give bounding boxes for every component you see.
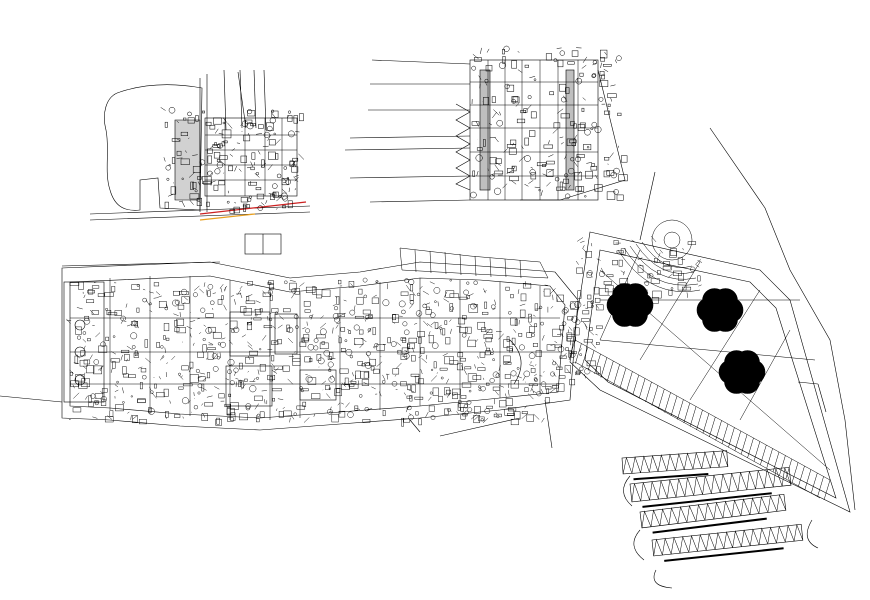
road-line-left — [89, 205, 311, 215]
sawtooth-edge — [455, 103, 471, 191]
amphitheater — [617, 219, 701, 292]
long-horizontal-lines — [344, 59, 471, 203]
tree-clusters — [606, 283, 766, 394]
plaza-boundary — [569, 231, 851, 513]
parking-row — [651, 523, 804, 562]
tree-cluster — [696, 288, 744, 332]
scatter-detail-right — [470, 45, 628, 201]
tree-cluster — [606, 283, 654, 327]
east-road — [709, 127, 856, 511]
east-road-2 — [639, 171, 656, 241]
dense-hatch-left — [174, 119, 201, 201]
main-building-outline — [61, 261, 579, 431]
roof-truss — [399, 247, 549, 279]
parking-row — [629, 466, 792, 508]
key-plan-right — [344, 45, 628, 203]
key-plan-left — [89, 69, 311, 255]
site-boundary-left — [104, 84, 203, 211]
plaza-inner — [584, 249, 837, 499]
ground-line-left — [0, 395, 63, 403]
scatter-detail-left — [160, 106, 305, 214]
parking-area — [621, 450, 819, 589]
parking-row — [639, 493, 787, 534]
auditorium-block — [225, 365, 273, 407]
interior-grid-right — [470, 60, 598, 200]
main-building-inner — [69, 275, 566, 419]
parking-row — [621, 450, 729, 481]
tree-cluster — [718, 350, 766, 394]
stem-lines-left — [199, 69, 267, 212]
orange-accent-line — [199, 213, 256, 221]
plaza-walkways — [599, 249, 831, 471]
pergola-strip — [568, 339, 831, 501]
scatter-detail-main — [66, 235, 703, 427]
interior-grid-left — [205, 118, 297, 196]
central-hall — [229, 311, 271, 357]
main-site-plan — [0, 127, 856, 513]
